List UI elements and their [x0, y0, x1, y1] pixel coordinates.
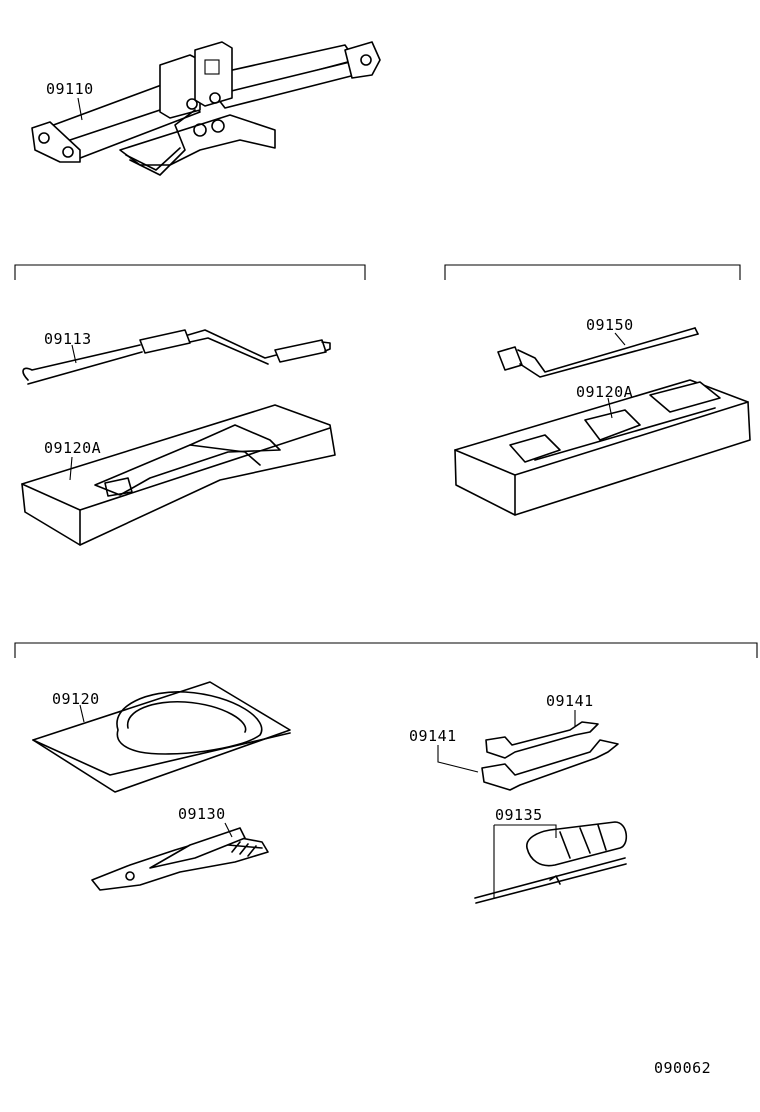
label-wheel-wrench: 09150 — [586, 316, 634, 334]
label-tool-bag: 09120 — [52, 690, 100, 708]
jack-handle-illustration — [22, 329, 331, 385]
tool-bag-illustration — [32, 681, 291, 793]
label-wrench-bottom: 09141 — [409, 727, 457, 745]
drawing-number: 090062 — [654, 1059, 711, 1077]
jack-illustration — [31, 41, 381, 176]
label-screwdriver: 09135 — [495, 806, 543, 824]
leader-tray-right — [607, 397, 613, 419]
label-jack: 09110 — [46, 80, 94, 98]
screwdriver-illustration — [474, 821, 628, 904]
leader-tray-left — [69, 456, 73, 481]
label-jack-handle: 09113 — [44, 330, 92, 348]
bracket-right — [444, 264, 741, 280]
label-wrench-top: 09141 — [546, 692, 594, 710]
leader-screwdriver — [493, 824, 557, 898]
leader-wrench-bottom — [437, 745, 479, 773]
label-pliers: 09130 — [178, 805, 226, 823]
tray-right-illustration — [454, 379, 751, 516]
wheel-wrench-illustration — [497, 327, 699, 378]
pliers-illustration — [91, 827, 269, 891]
leader-jack — [77, 97, 83, 121]
bracket-bottom — [14, 642, 758, 658]
leader-tool-bag — [79, 704, 85, 723]
wrenches-illustration — [481, 721, 619, 791]
label-tray-left: 09120A — [44, 439, 101, 457]
leader-wheel-wrench — [614, 332, 626, 346]
leader-pliers — [224, 822, 233, 838]
tray-left-illustration — [21, 404, 336, 546]
label-tray-right: 09120A — [576, 383, 633, 401]
leader-jack-handle — [71, 344, 77, 364]
bracket-left — [14, 264, 366, 280]
